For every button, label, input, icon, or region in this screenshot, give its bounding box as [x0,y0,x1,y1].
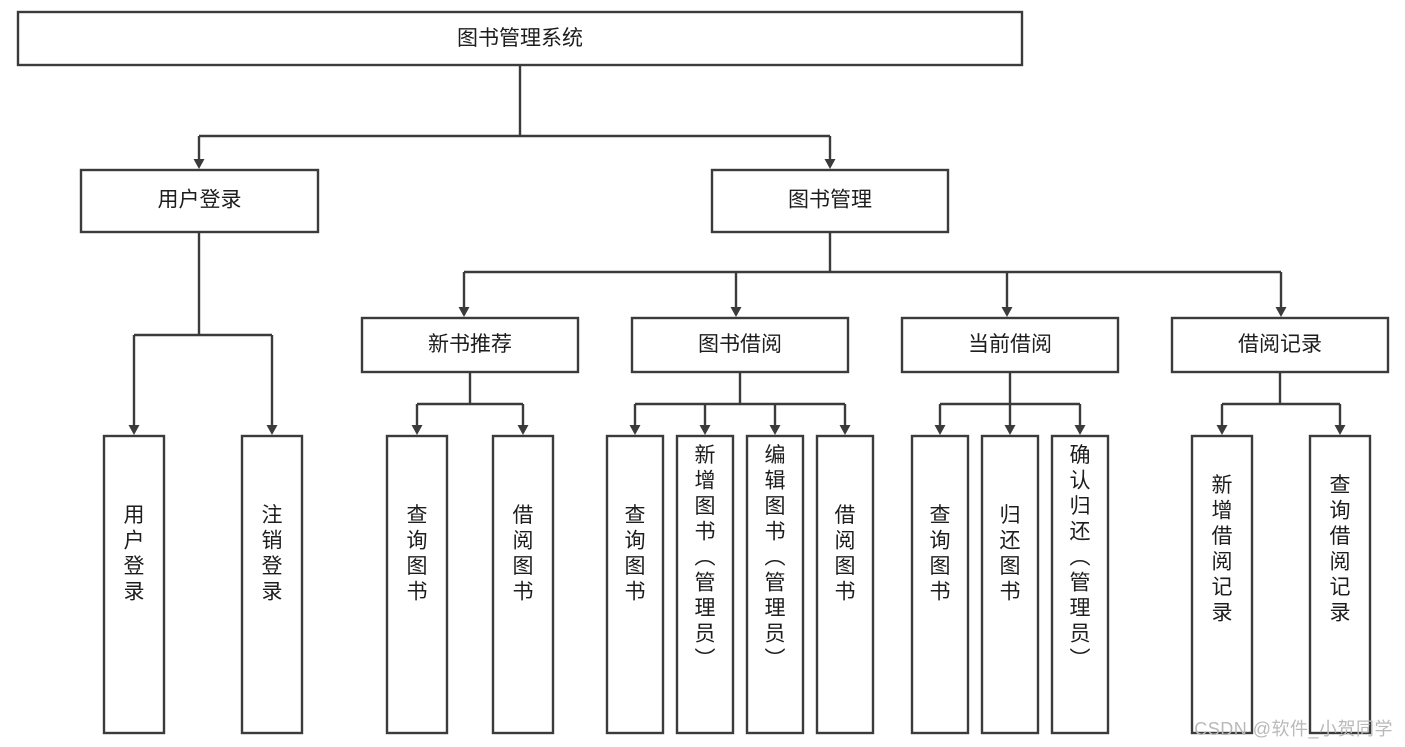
node-new-book-recommend[interactable]: 新书推荐 [360,316,580,374]
node-book-borrow[interactable]: 图书借阅 [630,316,850,374]
leaf-query-book-2[interactable]: 查询图书 [605,434,665,735]
leaf-borrow-book-2[interactable]: 借阅图书 [815,434,875,735]
leaf-confirm-return[interactable]: 确认归还︵管理员︶ [1050,434,1110,735]
leaf-query-record-label: 查询借阅记录 [1330,474,1351,625]
leaf-borrow-book-1-box[interactable] [491,434,555,735]
leaf-user-login-box[interactable] [102,434,166,735]
leaf-edit-book-label: 编辑图书︵管理员︶ [765,444,786,671]
node-book-borrow-box[interactable] [630,316,850,374]
leaf-query-book-3-box[interactable] [910,434,970,735]
node-current-borrow-label: 当前借阅 [968,333,1052,356]
leaf-query-book-3-label: 查询图书 [930,504,951,604]
leaf-borrow-book-1-label: 借阅图书 [513,504,534,604]
leaf-edit-book[interactable]: 编辑图书︵管理员︶ [745,434,805,735]
node-book-borrow-label: 图书借阅 [698,333,782,356]
leaf-query-book-2-label: 查询图书 [625,504,646,604]
node-book-manage-label: 图书管理 [788,189,872,212]
leaf-logout-login[interactable]: 注销登录 [240,434,304,735]
leaf-add-book[interactable]: 新增图书︵管理员︶ [675,434,735,735]
node-root-label: 图书管理系统 [457,27,583,50]
leaf-user-login-label: 用户登录 [124,504,145,604]
leaf-add-book-box[interactable] [675,434,735,735]
node-user-login-label: 用户登录 [158,189,242,212]
node-new-book-recommend-box[interactable] [360,316,580,374]
node-borrow-record[interactable]: 借阅记录 [1170,316,1390,374]
leaf-borrow-book-2-label: 借阅图书 [835,504,856,604]
leaf-borrow-book-2-box[interactable] [815,434,875,735]
leaf-query-record-box[interactable] [1308,434,1372,735]
node-borrow-record-box[interactable] [1170,316,1390,374]
leaf-query-book-1-label: 查询图书 [407,504,428,604]
leaf-user-login[interactable]: 用户登录 [102,434,166,735]
node-root-box[interactable] [16,10,1024,67]
leaf-edit-book-box[interactable] [745,434,805,735]
node-book-manage-box[interactable] [710,168,950,234]
node-borrow-record-label: 借阅记录 [1238,333,1322,356]
node-user-login[interactable]: 用户登录 [79,168,320,234]
leaf-add-record-label: 新增借阅记录 [1212,474,1233,625]
leaf-return-book-label: 归还图书 [1000,504,1021,604]
node-new-book-recommend-label: 新书推荐 [428,333,512,356]
node-current-borrow-box[interactable] [900,316,1120,374]
leaf-return-book[interactable]: 归还图书 [980,434,1040,735]
node-current-borrow[interactable]: 当前借阅 [900,316,1120,374]
leaf-query-record[interactable]: 查询借阅记录 [1308,434,1372,735]
leaf-confirm-return-label: 确认归还︵管理员︶ [1070,444,1091,671]
node-root[interactable]: 图书管理系统 [16,10,1024,67]
node-user-login-box[interactable] [79,168,320,234]
csdn-watermark: CSDN @软件_小贺同学 [1194,719,1393,739]
leaf-query-book-3[interactable]: 查询图书 [910,434,970,735]
node-book-manage[interactable]: 图书管理 [710,168,950,234]
leaf-query-book-1-box[interactable] [385,434,449,735]
leaf-add-record[interactable]: 新增借阅记录 [1190,434,1254,735]
connector-layer [128,65,1346,435]
leaf-confirm-return-box[interactable] [1050,434,1110,735]
leaf-add-record-box[interactable] [1190,434,1254,735]
leaf-return-book-box[interactable] [980,434,1040,735]
leaf-logout-login-label: 注销登录 [262,504,283,604]
leaf-borrow-book-1[interactable]: 借阅图书 [491,434,555,735]
leaf-add-book-label: 新增图书︵管理员︶ [695,444,716,671]
leaf-query-book-2-box[interactable] [605,434,665,735]
leaf-logout-login-box[interactable] [240,434,304,735]
leaf-query-book-1[interactable]: 查询图书 [385,434,449,735]
